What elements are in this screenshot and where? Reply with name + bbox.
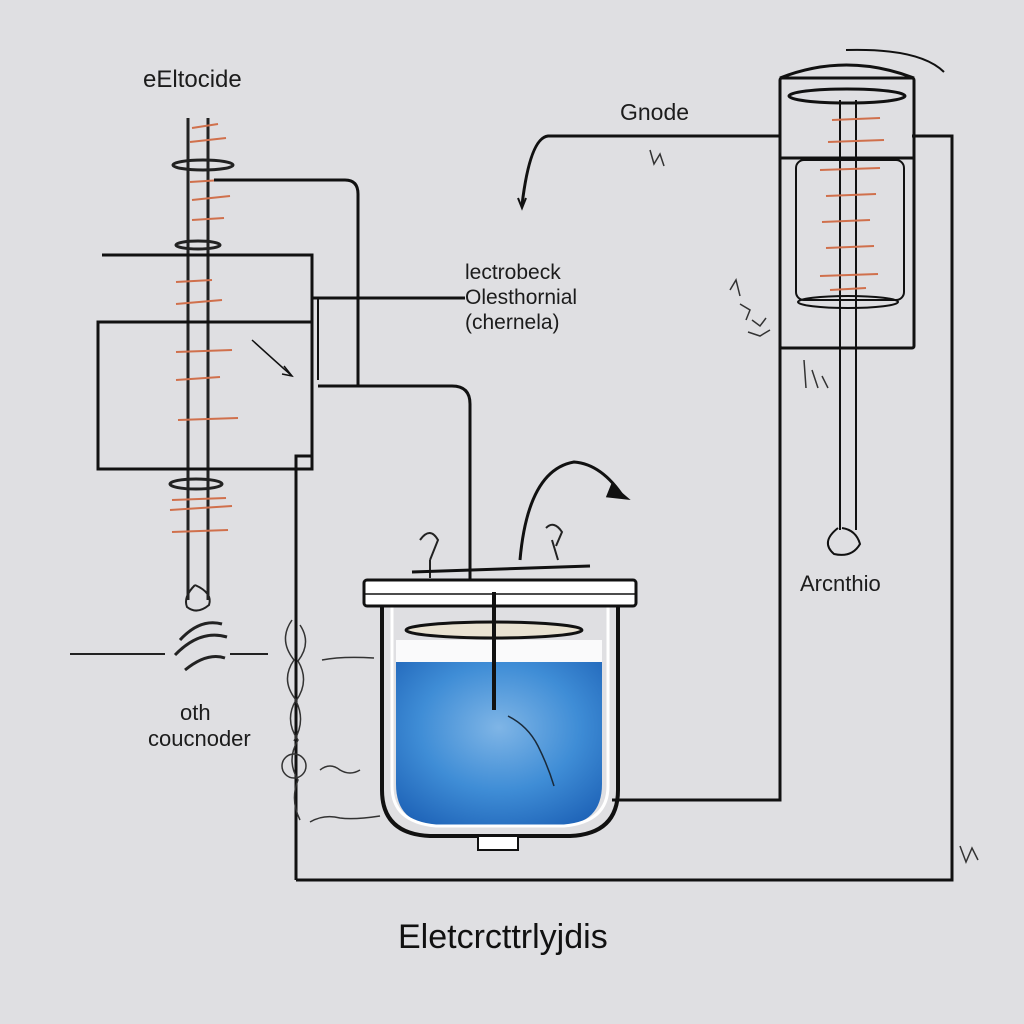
top-left-electrode-label: eEltocide xyxy=(143,66,242,93)
top-right-node-label: Gnode xyxy=(620,99,690,125)
diagram-title: Eletcrcttrlyjdis xyxy=(398,918,608,956)
bottom-left-label-line-2: coucnoder xyxy=(148,726,251,751)
beaker-liquid xyxy=(396,662,602,826)
wires xyxy=(214,134,954,882)
decorative-squiggles xyxy=(281,149,979,865)
left-electrode-coils xyxy=(169,123,239,533)
right-cylinder-coils xyxy=(819,117,885,291)
middle-label-line-1: lectrobeck xyxy=(465,261,561,284)
beaker xyxy=(362,523,638,851)
right-cylinder xyxy=(778,48,945,556)
middle-label-line-3: (chernela) xyxy=(465,311,560,334)
middle-label-line-2: Olesthornial xyxy=(465,286,578,309)
right-cylinder-label: Arcnthio xyxy=(800,571,881,596)
middle-label-block: lectrobeck Olesthornial (chernela) xyxy=(465,260,577,335)
left-housing xyxy=(96,253,465,880)
bottom-left-label-line-1: oth xyxy=(180,700,211,725)
left-electrode xyxy=(70,118,268,672)
